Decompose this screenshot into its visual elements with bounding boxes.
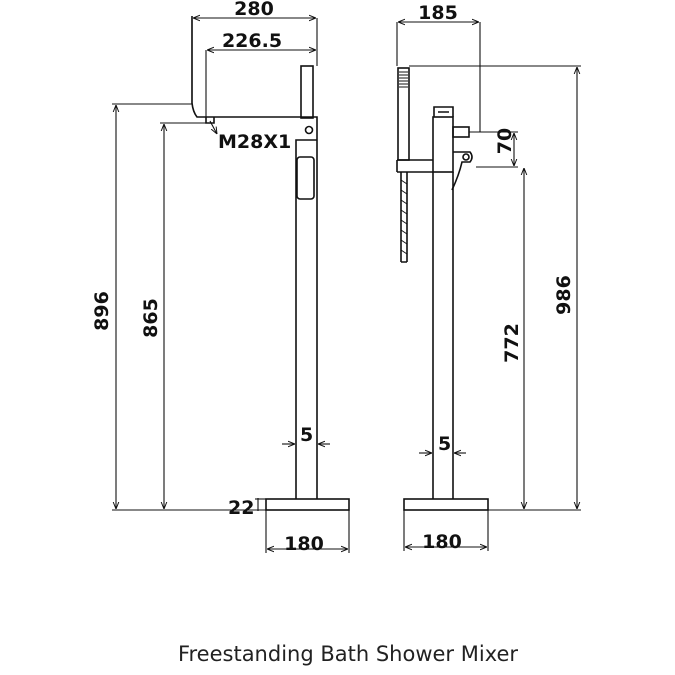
front-view: 280 226.5 M28X1 896 865 22 5 180 xyxy=(91,0,350,555)
side-handshower-hatch xyxy=(399,71,408,88)
dim-70-label: 70 xyxy=(494,128,516,154)
dim-70-ext xyxy=(469,131,518,168)
dim-5-side-label: 5 xyxy=(438,433,451,455)
front-pipe xyxy=(295,138,318,499)
side-handshower xyxy=(397,67,410,161)
side-pipe xyxy=(432,172,454,499)
side-lever-pivot xyxy=(462,153,470,161)
side-view: 185 70 772 986 5 180 xyxy=(396,2,581,553)
dim-185-ext xyxy=(396,22,481,132)
side-shower-bracket xyxy=(396,159,433,173)
dim-180-side-ext xyxy=(403,510,489,551)
side-base-plate xyxy=(403,498,489,511)
dim-280-label: 280 xyxy=(234,0,274,20)
front-diverter-knob xyxy=(304,125,314,135)
side-lever xyxy=(451,151,473,191)
thread-leader xyxy=(209,120,217,134)
dim-986-ext xyxy=(409,65,581,511)
thread-label: M28X1 xyxy=(218,131,291,153)
dim-180-front-ext xyxy=(265,510,350,553)
dim-896-label: 896 xyxy=(91,291,113,331)
dim-865-label: 865 xyxy=(140,298,162,338)
dim-5-front-label: 5 xyxy=(300,424,313,446)
dim-772-label: 772 xyxy=(501,323,523,363)
side-hose xyxy=(400,172,408,263)
front-base-plate xyxy=(265,498,350,511)
front-top-column xyxy=(300,65,314,119)
dim-226-label: 226.5 xyxy=(222,30,282,52)
side-diverter-knob xyxy=(452,126,470,138)
front-lever-handle xyxy=(296,156,315,200)
dim-896-ext xyxy=(112,103,266,511)
side-hose-hatch xyxy=(400,179,408,255)
dim-986-label: 986 xyxy=(553,275,575,315)
side-body-cap xyxy=(433,106,454,117)
drawing-caption: Freestanding Bath Shower Mixer xyxy=(178,642,518,666)
dim-180-front-label: 180 xyxy=(284,533,324,555)
side-main-body xyxy=(432,116,454,173)
dim-185-label: 185 xyxy=(418,2,458,24)
dim-22-label: 22 xyxy=(228,497,254,519)
dim-280-ext xyxy=(191,18,318,104)
front-body-lower xyxy=(295,139,317,198)
dim-180-side-label: 180 xyxy=(422,531,462,553)
